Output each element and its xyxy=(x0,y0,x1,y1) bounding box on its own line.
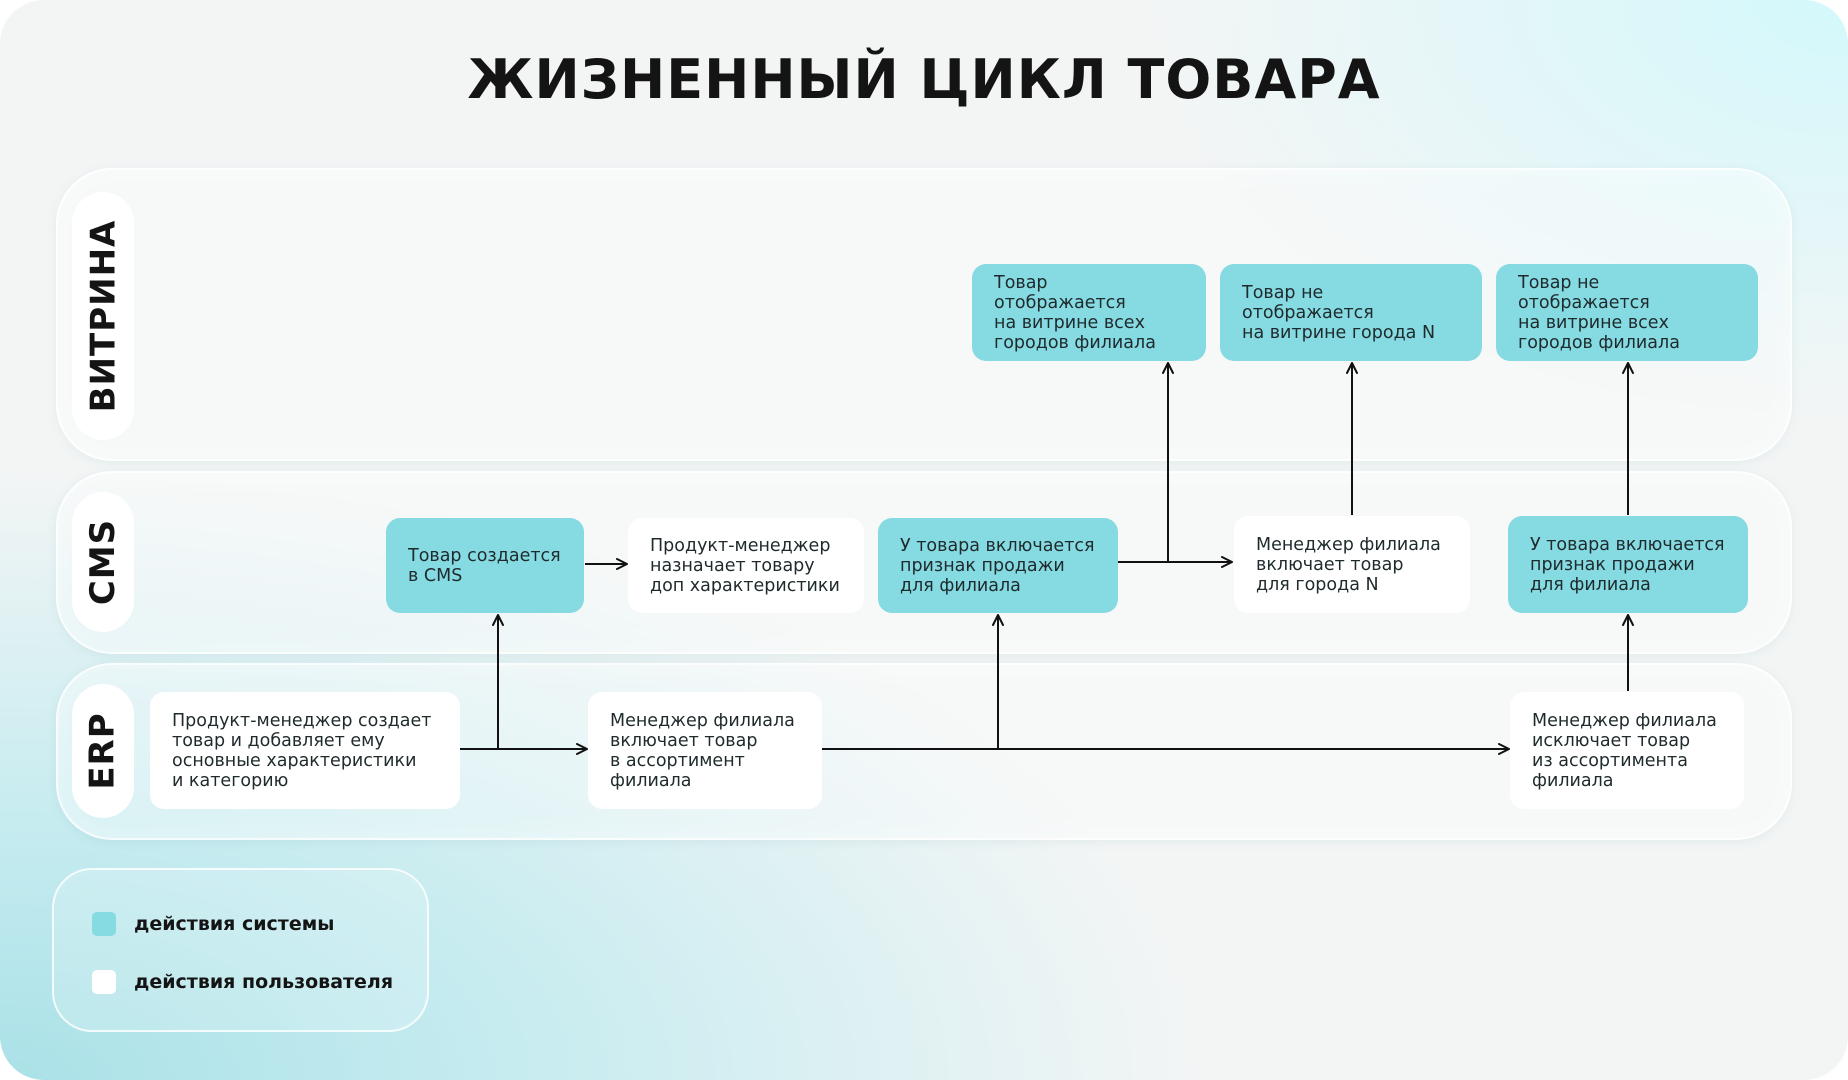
box-cms-sale-on-1: У товара включается признак продажи для … xyxy=(878,518,1118,613)
lane-label-cms: CMS xyxy=(72,492,134,632)
box-vitrina-hidden-all: Товар не отображается на витрине всех го… xyxy=(1496,264,1758,361)
legend: действия системы действия пользователя xyxy=(52,868,429,1032)
legend-label-user: действия пользователя xyxy=(134,971,394,993)
lane-label-erp: ERP xyxy=(72,684,134,818)
legend-swatch-system xyxy=(92,912,116,936)
lane-title-erp: ERP xyxy=(83,712,124,790)
box-cms-city-include: Менеджер филиала включает товар для горо… xyxy=(1234,516,1470,613)
legend-item-user: действия пользователя xyxy=(92,970,393,994)
legend-swatch-user xyxy=(92,970,116,994)
box-vitrina-shown-all: Товар отображается на витрине всех город… xyxy=(972,264,1206,361)
lane-title-cms: CMS xyxy=(83,518,123,606)
box-erp-include: Менеджер филиала включает товар в ассорт… xyxy=(588,692,822,809)
box-erp-exclude: Менеджер филиала исключает товар из ассо… xyxy=(1510,692,1744,809)
page-title: ЖИЗНЕННЫЙ ЦИКЛ ТОВАРА xyxy=(467,48,1381,111)
box-erp-create: Продукт-менеджер создает товар и добавля… xyxy=(150,692,460,809)
box-vitrina-hidden-city: Товар не отображается на витрине города … xyxy=(1220,264,1482,361)
legend-item-system: действия системы xyxy=(92,912,334,936)
box-cms-created: Товар создается в CMS xyxy=(386,518,584,613)
box-cms-sale-on-2: У товара включается признак продажи для … xyxy=(1508,516,1748,613)
lane-label-vitrina: ВИТРИНА xyxy=(72,192,134,440)
legend-label-system: действия системы xyxy=(134,913,335,935)
box-cms-assign: Продукт-менеджер назначает товару доп ха… xyxy=(628,518,864,613)
lane-title-vitrina: ВИТРИНА xyxy=(83,219,123,413)
